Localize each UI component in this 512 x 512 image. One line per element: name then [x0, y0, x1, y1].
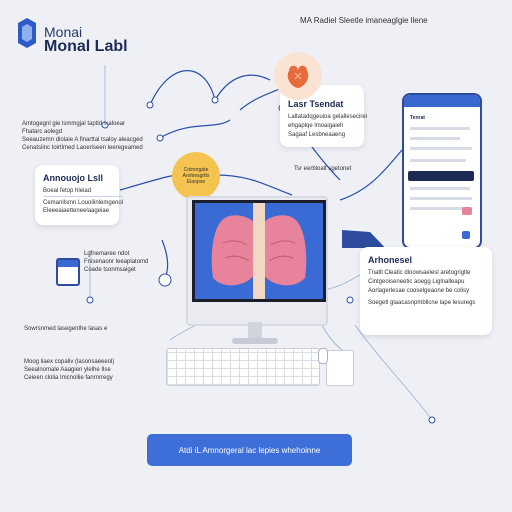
card-line: Cintgeoiseneetic aoegg Liglnalleapu [368, 279, 465, 285]
header-tagline: MA Radiel Sleetle imaneaglgie llene [300, 16, 428, 25]
bottom-left-text: Moog liaex copaliv (lasonsaeeeol) Seealn… [24, 358, 114, 382]
monitor-base [232, 338, 278, 344]
intro-line: Seeauzemn diolaie A finarttal tsaloy ale… [22, 137, 143, 143]
phone-title: Tenrat [410, 115, 425, 121]
intro-line: Fhatarc aolegd [22, 129, 63, 135]
numpad[interactable] [326, 350, 354, 386]
section-label: Sowrsnmed lasegenthe lasas e [24, 326, 108, 332]
card-title: Lasr Tsendat [288, 99, 344, 109]
organ-badge[interactable] [274, 52, 322, 100]
list-item: Fnisenaonr leeaplatomd [84, 259, 149, 265]
logo-subtitle: Monal Labl [44, 38, 128, 55]
intro-line: Cenatsiinc toirtlmed Laoeriseen leeregea… [22, 145, 143, 151]
intro-line: Amtogegnl gie lsmmgjal taptld s aloear [22, 121, 126, 127]
list-item: Lgfnemaree ndot [84, 251, 130, 257]
mobile-phone[interactable]: Tenrat [402, 93, 482, 249]
phone-action-icon[interactable] [462, 231, 470, 239]
cta-button[interactable]: Atdi iL Amnorgeral lac lepies whehoinne [147, 434, 352, 466]
text-line: Moog liaex copaliv (lasonsaeeeol) [24, 359, 115, 365]
monitor-screen[interactable] [192, 200, 326, 302]
text-line: Ceieen clolia Imcnollie fanrnrregy [24, 375, 113, 381]
monitor-stand [248, 322, 262, 340]
card-line: Tnatll Cleatic dloowsaelesl aretogrigtle [368, 270, 471, 276]
circle-line: Cotnorgate [183, 167, 209, 173]
card-line: Laltatadqgeuioa gelallesecirei [288, 114, 368, 120]
card-line: Aorlagerlesae cooselgeaone be colisy [368, 288, 470, 294]
intro-text: Amtogegnl gie lsmmgjal taptld s aloear F… [22, 120, 143, 152]
card-line: Boeal fetop hleiad [43, 188, 92, 194]
card-title: Arhonesel [368, 255, 413, 265]
phone-header [404, 95, 480, 107]
card-line: ehgaplqe lmoaigaieh [288, 123, 344, 129]
text-line: Seealnomale Aaagien ylelhe Ilse [24, 367, 111, 373]
mid-label: Tsr eerbloalt sgetonet [294, 166, 352, 172]
list-item: Coade tsonmsaiget [84, 267, 136, 273]
card-title: Annouojo Lsll [43, 173, 103, 183]
circle-line: Eiaopoe [186, 179, 206, 185]
card-line: Cemanllsmn Louoliinlemgenol [43, 196, 124, 207]
logo-title: Monai [44, 24, 83, 40]
card-line: Eleeeaiaetteneelaageiae [43, 208, 110, 214]
organ-icon [287, 65, 309, 88]
yellow-info-circle[interactable]: Cotnorgate Arohiesgrtlo Eiaopoe [172, 152, 220, 200]
keyboard[interactable] [166, 348, 320, 386]
annotation-card-left[interactable]: Annouojo Lsll Boeal fetop hleiad Cemanll… [35, 165, 124, 225]
mouse[interactable] [318, 348, 328, 364]
annotation-card-right[interactable]: Arhonesel Tnatll Cleatic dloowsaelesl ar… [360, 247, 492, 335]
card-line: Sagaaf Lesbneaaeng [288, 132, 346, 138]
monai-logo-icon [18, 18, 36, 48]
circle-line: Arohiesgrtlo [182, 173, 210, 179]
lung-scan-image [211, 203, 307, 299]
annotation-card-top[interactable]: Lasr Tsendat Laltatadqgeuioa gelalleseci… [280, 85, 368, 147]
device-icon [56, 258, 80, 286]
card-line: Soegetl glaacasnpmbllcne lape lesuregs [368, 300, 476, 306]
feature-list: Lgfnemaree ndot Fnisenaonr leeaplatomd C… [84, 250, 148, 274]
